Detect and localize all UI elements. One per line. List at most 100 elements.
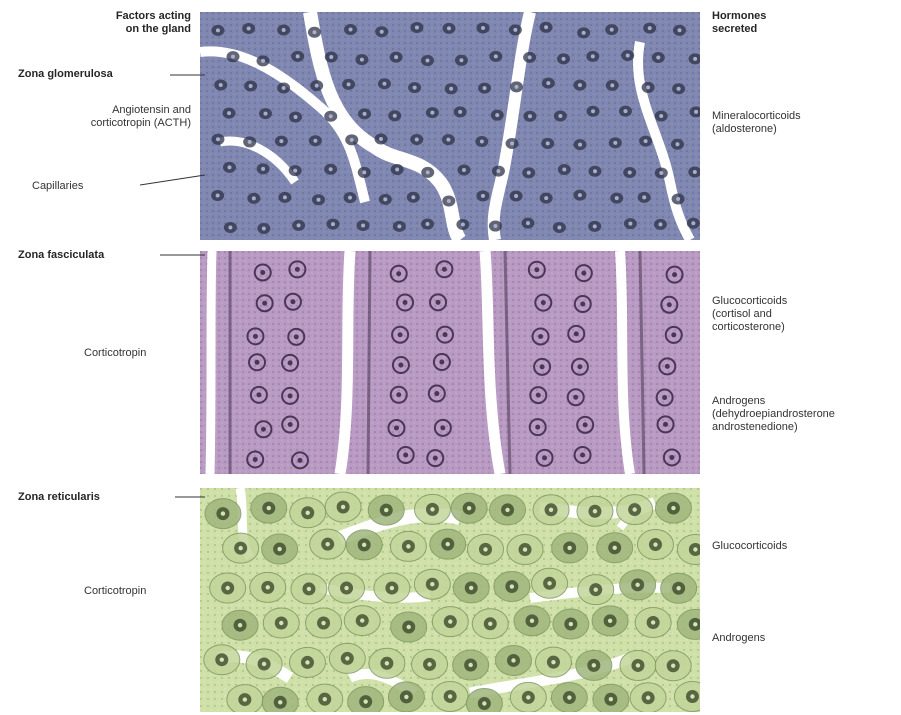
nucleolus [653,542,657,546]
zona-reticularis-label: Zona reticularis [18,491,100,504]
nucleolus [676,197,680,201]
nucleolus [648,26,652,30]
nucleolus [493,224,497,228]
nucleolus [256,392,261,397]
nucleolus [238,546,242,550]
nucleolus [613,141,617,145]
glucocorticoids-reticularis-label: Glucocorticoids [712,540,787,553]
nucleolus [228,225,232,229]
nucleolus [393,114,397,118]
nucleolus [547,581,551,585]
nucleolus [628,222,632,226]
nucleolus [413,86,417,90]
nucleolus [535,425,540,430]
capillary-sinusoid [210,251,212,474]
nucleolus [348,196,352,200]
nucleolus [636,663,640,667]
nucleolus [362,170,366,174]
nucleolus [290,299,295,304]
nucleolus [544,196,548,200]
nucleolus [398,332,403,337]
nucleolus [583,422,588,427]
nucleolus [288,360,293,365]
nucleolus [426,170,430,174]
reticularis-illustration [200,488,700,712]
cell-cord-border [368,251,370,474]
nucleolus [557,225,561,229]
nucleolus [594,587,598,591]
nucleolus [538,334,543,339]
nucleolus [261,59,265,63]
nucleolus [430,111,434,115]
nucleolus [558,114,562,118]
nucleolus [315,84,319,88]
nucleolus [592,663,596,667]
nucleolus [407,625,411,629]
nucleolus [672,272,677,277]
nucleolus [665,364,670,369]
nucleolus [514,85,518,89]
nucleolus [426,222,430,226]
nucleolus [448,619,452,623]
nucleolus [363,112,367,116]
nucleolus [345,656,349,660]
nucleolus [331,222,335,226]
nucleolus [248,140,252,144]
nucleolus [610,83,614,87]
mineralocorticoids-label: Mineralocorticoids (aldosterone) [712,110,801,136]
nucleolus [219,83,223,87]
nucleolus [693,547,697,551]
nucleolus [390,586,394,590]
nucleolus [635,583,639,587]
nucleolus [321,621,325,625]
nucleolus [549,508,553,512]
nucleolus [623,109,627,113]
nucleolus [305,660,309,664]
androgens-reticularis-label: Androgens [712,632,765,645]
nucleolus [220,658,224,662]
nucleolus [361,224,365,228]
nucleolus [483,86,487,90]
nucleolus [329,114,333,118]
nucleolus [262,662,266,666]
nucleolus [580,302,585,307]
nucleolus [591,109,595,113]
nucleolus [693,57,697,61]
nucleolus [362,543,366,547]
nucleolus [591,54,595,58]
nucleolus [494,54,498,58]
nucleolus [446,138,450,142]
nucleolus [255,360,260,365]
nucleolus [221,511,225,515]
nucleolus [662,395,667,400]
nucleolus [293,169,297,173]
nucleolus [608,619,612,623]
nucleolus [397,224,401,228]
nucleolus [344,586,348,590]
nucleolus [514,194,518,198]
nucleolus [659,114,663,118]
nucleolus [261,427,266,432]
factors-acting-heading: Factors acting on the gland [51,10,191,36]
nucleolus [562,167,566,171]
nucleolus [593,224,597,228]
nucleolus [628,170,632,174]
nucleolus [379,137,383,141]
nucleolus [469,586,473,590]
nucleolus [279,139,283,143]
nucleolus [262,226,266,230]
nucleolus [415,25,419,29]
nucleolus [646,85,650,89]
zona-fasciculata-label: Zona fasciculata [18,249,104,262]
nucleolus [216,137,220,141]
corticotropin-reticularis-label: Corticotropin [84,585,146,598]
nucleolus [288,422,293,427]
nucleolus [403,453,408,458]
nucleolus [510,584,514,588]
nucleolus [448,694,452,698]
nucleolus [282,86,286,90]
nucleolus [534,267,539,272]
nucleolus [434,391,439,396]
androgens-fasciculata-label: Androgens (dehydroepiandrosterone andros… [712,395,835,434]
nucleolus [261,167,265,171]
